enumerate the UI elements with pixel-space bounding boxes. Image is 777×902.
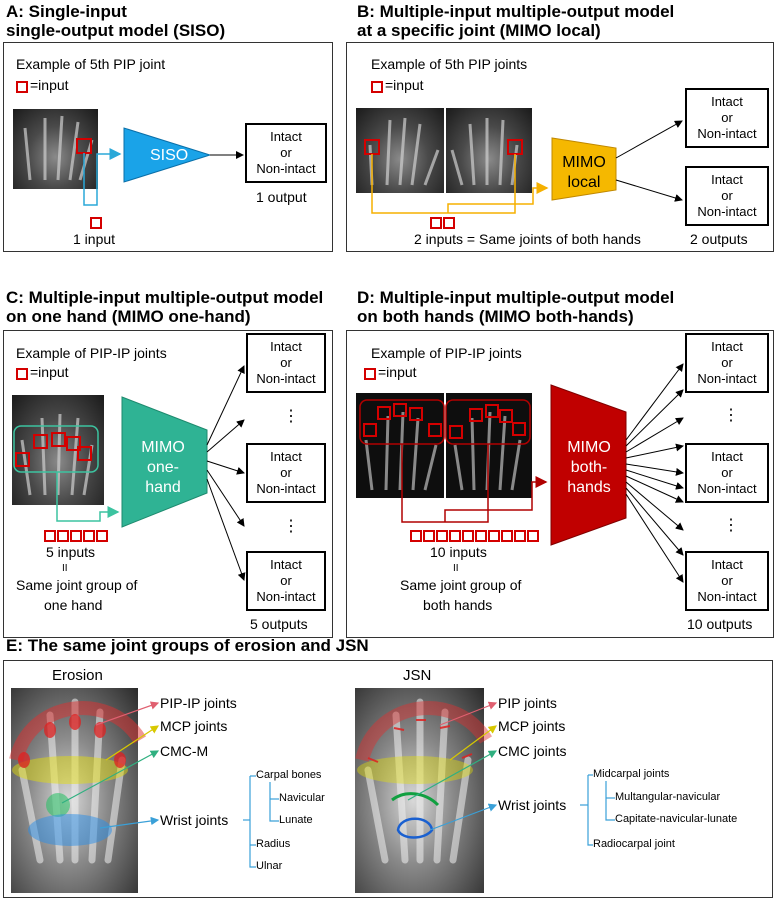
panel-b-title: B: Multiple-input multiple-output model … bbox=[357, 2, 675, 40]
hand-bones-a bbox=[23, 115, 94, 181]
mimo-bothhands-model-shape bbox=[550, 384, 627, 546]
panel-a-output-count: 1 output bbox=[256, 189, 307, 205]
input-legend-square bbox=[371, 81, 383, 93]
erosion-mcp-label: MCP joints bbox=[160, 718, 228, 734]
input-legend-square bbox=[16, 368, 28, 380]
panel-c-group-label: Same joint group of bbox=[16, 577, 138, 593]
panel-c-output-count: 5 outputs bbox=[250, 616, 308, 632]
mimo-local-label-1: MIMO bbox=[562, 154, 606, 171]
equals-sign: II bbox=[62, 563, 68, 574]
panel-c-input-label: 5 inputs bbox=[46, 544, 96, 560]
input-legend-square bbox=[364, 368, 376, 380]
panel-c-title: C: Multiple-input multiple-output model … bbox=[6, 288, 324, 326]
siso-model-shape bbox=[123, 127, 212, 183]
jsn-multangular-label: Multangular-navicular bbox=[615, 791, 721, 803]
panel-d-group-label: Same joint group of bbox=[400, 577, 522, 593]
erosion-lunate-label: Lunate bbox=[279, 814, 313, 826]
input-squares-icon bbox=[430, 217, 456, 229]
panel-a-title: A: Single-input single-output model (SIS… bbox=[6, 2, 226, 40]
siso-model-label: SISO bbox=[150, 147, 188, 164]
mimo-local-model-shape bbox=[551, 137, 617, 201]
hand-bones-d bbox=[364, 411, 522, 491]
erosion-navicular-label: Navicular bbox=[279, 792, 325, 804]
panel-d-group-label-2: both hands bbox=[423, 597, 493, 613]
mimo-onehand-model-shape bbox=[121, 396, 208, 528]
panel-c bbox=[3, 330, 333, 638]
panel-c-legend: =input bbox=[30, 364, 69, 380]
ellipsis-icon: ⋮ bbox=[283, 518, 299, 535]
erosion-ulnar-label: Ulnar bbox=[256, 860, 283, 872]
erosion-wrist-label: Wrist joints bbox=[160, 812, 229, 828]
svg-text:one-: one- bbox=[147, 459, 179, 476]
jsn-radiocarpal-label: Radiocarpal joint bbox=[593, 838, 675, 850]
input-squares-icon bbox=[44, 530, 109, 542]
jsn-mcp-label: MCP joints bbox=[498, 718, 566, 734]
erosion-radius-label: Radius bbox=[256, 838, 291, 850]
jsn-hand-bones bbox=[364, 698, 472, 864]
panel-d bbox=[346, 330, 774, 638]
panel-e bbox=[3, 660, 773, 898]
panel-d-title: D: Multiple-input multiple-output model … bbox=[357, 288, 675, 326]
panel-c-group-label-2: one hand bbox=[44, 597, 103, 613]
panel-a-example: Example of 5th PIP joint bbox=[16, 56, 166, 72]
ellipsis-icon: ⋮ bbox=[723, 517, 739, 534]
panel-d-legend: =input bbox=[378, 364, 417, 380]
erosion-heading: Erosion bbox=[52, 667, 103, 684]
hand-bones-c bbox=[20, 413, 94, 496]
svg-text:hand: hand bbox=[145, 479, 181, 496]
input-squares-icon bbox=[410, 530, 540, 542]
ellipsis-icon: ⋮ bbox=[283, 408, 299, 425]
jsn-cmc-label: CMC joints bbox=[498, 743, 567, 759]
hand-bones-b bbox=[368, 117, 519, 186]
ellipsis-icon: ⋮ bbox=[723, 407, 739, 424]
panel-b-input-label: 2 inputs = Same joints of both hands bbox=[414, 231, 641, 247]
panel-b-output-count: 2 outputs bbox=[690, 231, 748, 247]
svg-text:MIMO: MIMO bbox=[567, 439, 611, 456]
erosion-carpal-label: Carpal bones bbox=[256, 769, 322, 781]
mimo-local-label-2: local bbox=[568, 174, 601, 191]
svg-text:MIMO: MIMO bbox=[141, 439, 185, 456]
panel-d-output-count: 10 outputs bbox=[687, 616, 753, 632]
panel-c-example: Example of PIP-IP joints bbox=[16, 345, 167, 361]
input-square-icon bbox=[90, 217, 103, 229]
panel-b-legend: =input bbox=[385, 77, 424, 93]
panel-a-legend: =input bbox=[30, 77, 69, 93]
svg-text:hands: hands bbox=[567, 479, 611, 496]
erosion-pip-label: PIP-IP joints bbox=[160, 695, 237, 711]
panel-a-input-label: 1 input bbox=[73, 231, 116, 247]
panel-d-example: Example of PIP-IP joints bbox=[371, 345, 522, 361]
jsn-heading: JSN bbox=[403, 667, 432, 684]
equals-sign: II bbox=[453, 563, 459, 574]
panel-d-input-label: 10 inputs bbox=[430, 544, 487, 560]
panel-e-title: E: The same joint groups of erosion and … bbox=[6, 636, 369, 655]
erosion-cmc-label: CMC-M bbox=[160, 743, 209, 759]
jsn-pip-label: PIP joints bbox=[498, 695, 557, 711]
panel-b bbox=[346, 42, 774, 252]
jsn-capitate-label: Capitate-navicular-lunate bbox=[615, 813, 738, 825]
panel-a bbox=[3, 42, 333, 252]
jsn-wrist-label: Wrist joints bbox=[498, 797, 567, 813]
svg-text:both-: both- bbox=[571, 459, 607, 476]
erosion-hand-bones bbox=[18, 698, 126, 864]
jsn-midcarpal-label: Midcarpal joints bbox=[593, 768, 670, 780]
input-legend-square bbox=[16, 81, 28, 93]
panel-b-example: Example of 5th PIP joints bbox=[371, 56, 528, 72]
